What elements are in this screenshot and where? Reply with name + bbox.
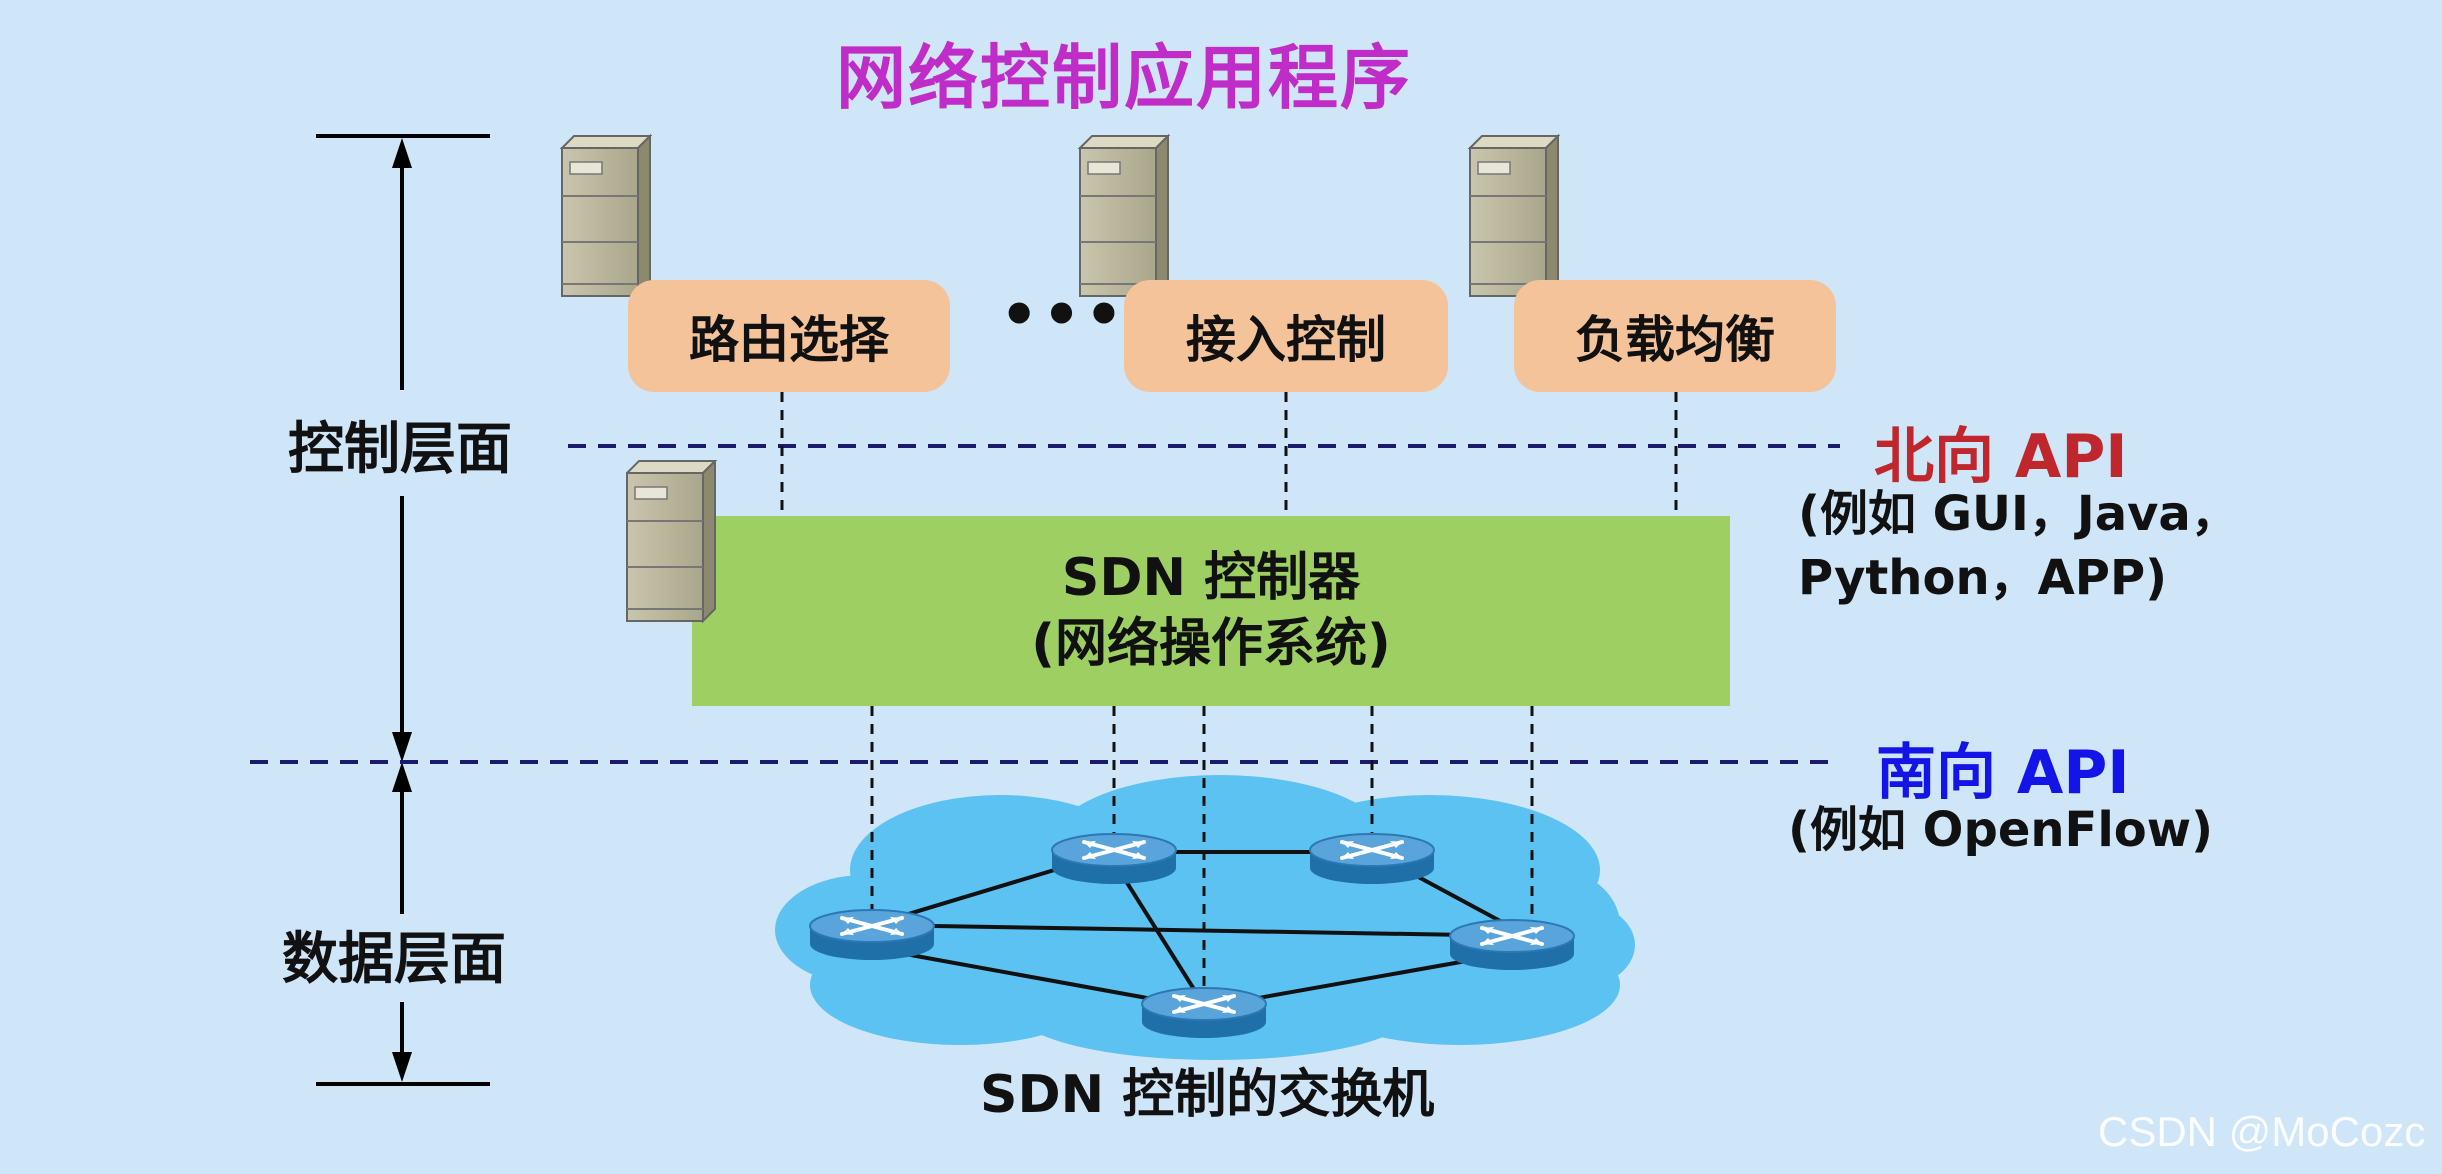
app-box-load-balancing: 负载均衡 [1514, 280, 1836, 392]
app-box-access-control: 接入控制 [1124, 280, 1448, 392]
server-icon [561, 135, 651, 297]
control-plane-label: 控制层面 [284, 404, 516, 485]
router-icon [1308, 832, 1436, 886]
northbound-api-title: 北向 API [1874, 422, 2128, 492]
router-icon [1140, 986, 1268, 1040]
southbound-api-title: 南向 API [1876, 738, 2130, 808]
server-icon [626, 460, 718, 624]
northbound-api-example-line1: (例如 GUI，Java， [1798, 486, 2239, 542]
plane-scale-arrows [316, 134, 490, 1086]
api-boundary-lines [250, 444, 1840, 764]
sdn-switches-label: SDN 控制的交换机 [980, 1065, 1435, 1125]
northbound-connectors [780, 392, 1678, 516]
server-icon [1079, 135, 1169, 297]
ellipsis: ••• [1000, 280, 1128, 350]
router-icon [1448, 918, 1576, 972]
diagram-title: 网络控制应用程序 [836, 37, 1412, 119]
sdn-controller-box: SDN 控制器 (网络操作系统) [692, 516, 1730, 706]
northbound-api-example-line2: Python，APP) [1798, 550, 2168, 606]
data-plane-label: 数据层面 [278, 914, 510, 995]
watermark: CSDN @MoCozc [2098, 1108, 2426, 1155]
southbound-api-example: (例如 OpenFlow) [1788, 802, 2214, 858]
router-icon [808, 908, 936, 962]
app-box-routing: 路由选择 [628, 280, 950, 392]
server-icon [1469, 135, 1559, 297]
router-icon [1050, 832, 1178, 886]
southbound-connectors [870, 706, 1534, 996]
controller-subtitle: (网络操作系统) [1031, 614, 1391, 674]
controller-title: SDN 控制器 [1061, 548, 1361, 608]
